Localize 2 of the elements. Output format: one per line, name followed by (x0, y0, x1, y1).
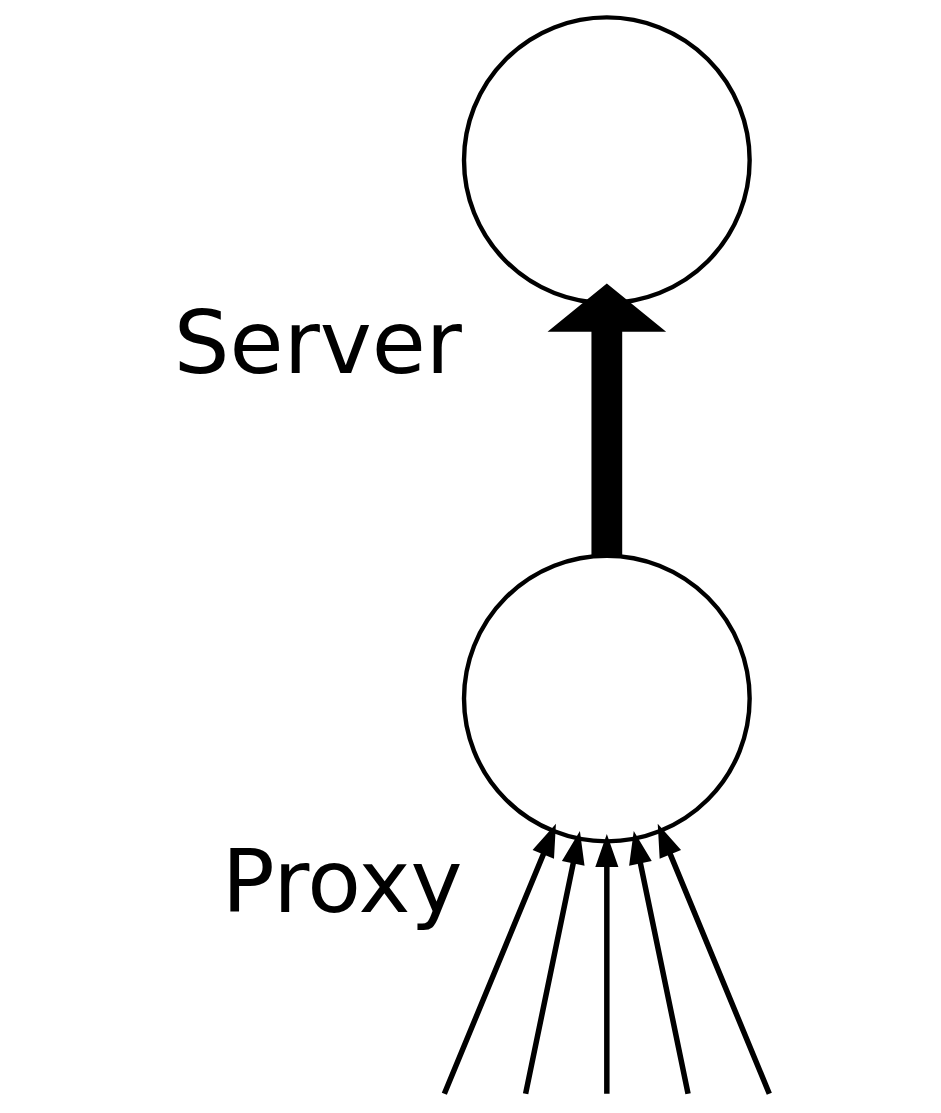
node-label: Proxy (221, 829, 462, 933)
node-label: Server (173, 291, 462, 395)
